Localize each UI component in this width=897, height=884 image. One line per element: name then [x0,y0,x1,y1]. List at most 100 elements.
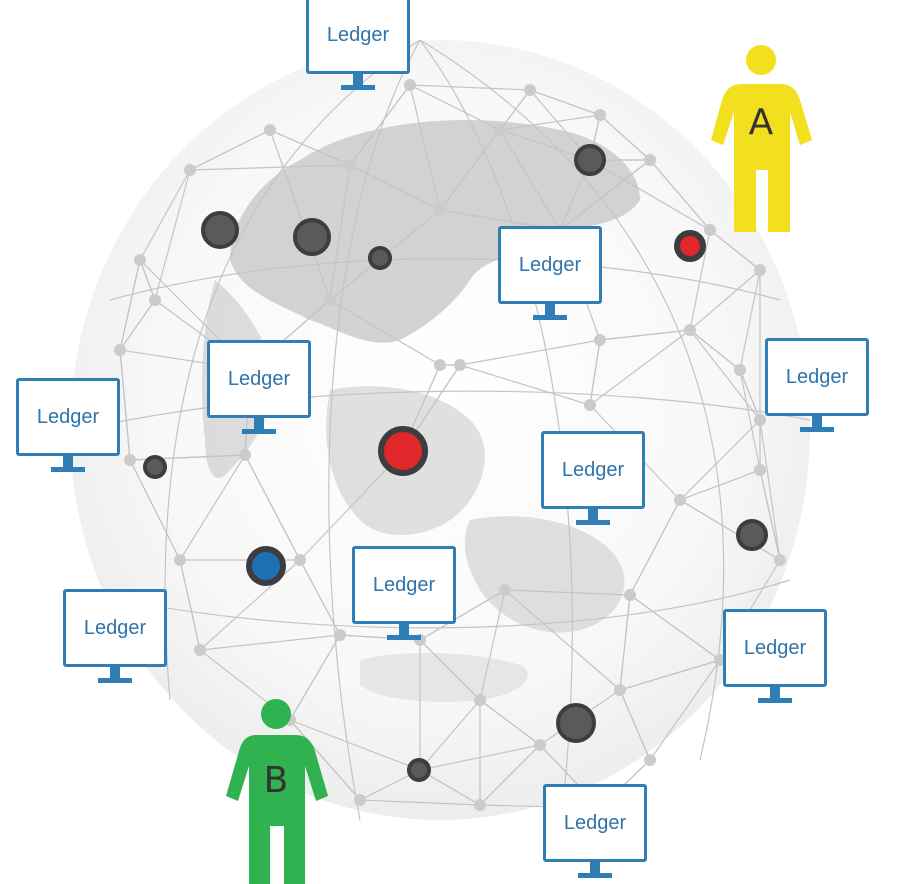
mesh-link [689,329,741,371]
mesh-link [629,594,721,661]
mesh-link [419,639,481,701]
mesh-link [629,499,681,596]
monitor-base [242,429,276,434]
mesh-link [139,169,191,261]
small-node [594,334,606,346]
mesh-link [189,164,351,171]
dark-node [736,519,768,551]
ledger-monitor-far-left: Ledger [16,378,120,478]
ledger-label: Ledger [326,23,390,46]
mesh-link [739,369,761,421]
mesh-link [119,349,131,461]
monitor-stand [353,74,363,85]
blue-node [246,546,286,586]
small-node [614,684,626,696]
small-node [754,464,766,476]
mesh-link [589,329,691,406]
mesh-link [179,454,246,561]
dark-node [201,211,239,249]
small-node [404,79,416,91]
small-node [644,154,656,166]
mesh-link [409,84,531,91]
small-node [194,644,206,656]
monitor-stand [399,624,409,635]
ledger-label: Ledger [785,365,849,388]
ledger-screen: Ledger [543,784,647,862]
mesh-link [589,159,711,231]
mesh-link [689,269,761,331]
mesh-link [119,259,141,351]
mesh-link [759,419,781,561]
mesh-link [199,634,341,651]
mesh-link [689,229,711,331]
small-node [734,364,746,376]
ledger-monitor-center-left: Ledger [207,340,311,440]
red-node [674,230,706,262]
ledger-monitor-center-right-upper: Ledger [498,226,602,326]
small-node [704,224,716,236]
small-node [134,254,146,266]
mesh-link [619,594,631,691]
dark-node [407,758,431,782]
ledger-label: Ledger [518,253,582,276]
small-node [644,754,656,766]
ledger-monitor-bottom: Ledger [543,784,647,884]
small-node [324,294,336,306]
mesh-link [499,129,561,231]
small-node [774,554,786,566]
continent-shape-bottom [360,653,528,702]
small-node [754,414,766,426]
small-node [264,124,276,136]
mesh-link [559,159,651,231]
mesh-link [619,659,721,691]
monitor-base [533,315,567,320]
globe [70,40,810,820]
mesh-link [529,89,601,116]
mesh-link [289,634,341,721]
ledger-screen: Ledger [16,378,120,456]
small-node [239,449,251,461]
mesh-link [459,364,591,406]
mesh-lines [79,39,811,831]
mesh-arc [109,258,781,301]
ledger-label: Ledger [743,636,807,659]
mesh-link [739,369,761,471]
small-node [344,159,356,171]
mesh-arc [119,579,791,629]
monitor-stand [812,416,822,427]
mesh-link [269,129,351,166]
mesh-link [679,419,761,501]
monitor-stand [110,667,120,678]
monitor-base [578,873,612,878]
small-node [434,359,446,371]
small-node [494,124,506,136]
monitor-base [800,427,834,432]
mesh-link [439,129,501,211]
mesh-link [419,589,506,641]
mesh-link [154,169,191,301]
small-node [474,799,486,811]
monitor-stand [545,304,555,315]
dark-node [574,144,606,176]
mesh-link [759,469,781,561]
mesh-link [504,589,621,691]
mesh-link [419,699,481,771]
mesh-link [409,84,441,211]
person-a-letter: A [749,102,774,143]
mesh-link [479,744,541,806]
ledger-screen: Ledger [498,226,602,304]
ledger-monitor-right-lower: Ledger [723,609,827,709]
monitor-stand [63,456,73,467]
continent-shape-right [464,516,625,633]
mesh-link [244,454,301,561]
small-node [354,794,366,806]
small-node [174,554,186,566]
ledger-screen: Ledger [723,609,827,687]
person-a: A [711,45,812,232]
network-nodes [114,79,786,814]
dark-node [293,218,331,256]
person-b: B [226,699,328,884]
monitor-base [576,520,610,525]
small-node [584,399,596,411]
small-node [594,109,606,121]
